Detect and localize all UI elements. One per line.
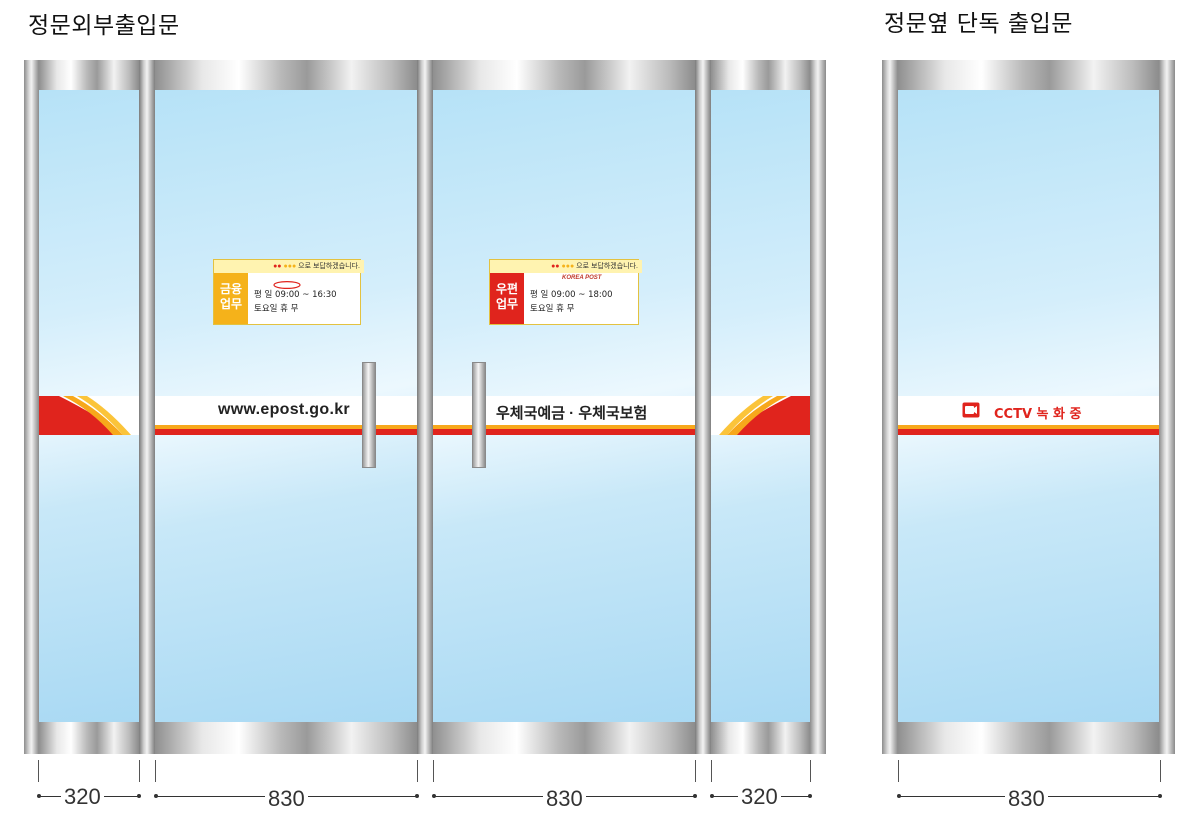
dim-door-right: 830 xyxy=(543,788,586,810)
dim-tick xyxy=(810,760,811,782)
dim-single-door: 830 xyxy=(1005,788,1048,810)
left-door-title: 정문외부출입문 xyxy=(28,13,180,39)
band-door-left: www.epost.go.kr xyxy=(155,396,417,425)
dim-side-left: 320 xyxy=(61,786,104,808)
postal-badge-line1: 우편 xyxy=(495,282,519,296)
band-side-left xyxy=(39,396,139,435)
dim-dot xyxy=(154,794,158,798)
swoosh-graphic xyxy=(711,396,791,435)
dim-dot xyxy=(415,794,419,798)
finance-hours-sign: ●● ●●● 으로 보답하겠습니다. 금융 업무 평 일 09:00 ~ 16:… xyxy=(213,259,364,325)
postal-hours-sign: ●● ●●● 으로 보답하겠습니다. 우편 업무 KOREA POST 평 일 … xyxy=(489,259,642,325)
rail xyxy=(139,60,155,754)
dim-tick xyxy=(155,760,156,782)
bottom-cap xyxy=(39,722,139,754)
bottom-cap xyxy=(433,722,695,754)
band-side-right xyxy=(711,396,810,435)
postal-badge-line2: 업무 xyxy=(495,297,519,311)
dim-tick xyxy=(695,760,696,782)
dim-tick xyxy=(417,760,418,782)
top-cap xyxy=(898,60,1159,90)
top-cap xyxy=(711,60,810,90)
swoosh-graphic xyxy=(59,396,139,435)
saturday-hours: 토요일 휴 무 xyxy=(530,304,575,314)
dim-dot xyxy=(808,794,812,798)
postal-badge: 우편 업무 xyxy=(490,273,524,324)
right-door-title: 정문옆 단독 출입문 xyxy=(884,11,1073,37)
weekday-hours: 평 일 09:00 ~ 18:00 xyxy=(530,290,613,300)
frame-left xyxy=(24,60,39,754)
dim-dot xyxy=(432,794,436,798)
sign-slogan-text: 으로 보답하겠습니다. xyxy=(576,263,638,270)
finance-badge: 금융 업무 xyxy=(214,273,248,324)
dim-dot xyxy=(710,794,714,798)
top-cap xyxy=(433,60,695,90)
dim-tick xyxy=(711,760,712,782)
rail xyxy=(417,60,433,754)
cctv-band: CCTV 녹 화 중 xyxy=(898,396,1159,425)
frame-left xyxy=(882,60,898,754)
rail xyxy=(695,60,711,754)
dim-dot xyxy=(137,794,141,798)
band-stripe xyxy=(898,425,1159,435)
door-handle-left[interactable] xyxy=(362,362,376,468)
brand-text: 우체국예금 · 우체국보험 xyxy=(496,405,648,422)
band-stripe xyxy=(433,425,695,435)
dim-dot xyxy=(693,794,697,798)
frame-right xyxy=(1159,60,1175,754)
bottom-cap xyxy=(711,722,810,754)
dim-tick xyxy=(139,760,140,782)
website-url: www.epost.go.kr xyxy=(218,401,350,418)
dim-tick xyxy=(433,760,434,782)
door-handle-right[interactable] xyxy=(472,362,486,468)
postal-logo-icon xyxy=(272,276,302,290)
dim-tick xyxy=(1160,760,1161,782)
weekday-hours: 평 일 09:00 ~ 16:30 xyxy=(254,290,337,300)
dim-dot xyxy=(897,794,901,798)
dim-door-left: 830 xyxy=(265,788,308,810)
top-cap xyxy=(155,60,417,90)
dim-side-right: 320 xyxy=(738,786,781,808)
dim-tick xyxy=(38,760,39,782)
finance-badge-line1: 금융 xyxy=(219,282,243,296)
dim-dot xyxy=(37,794,41,798)
bottom-cap xyxy=(898,722,1159,754)
sign-slogan-text: 으로 보답하겠습니다. xyxy=(298,263,360,270)
saturday-hours: 토요일 휴 무 xyxy=(254,304,299,314)
frame-right xyxy=(810,60,826,754)
cctv-camera-icon xyxy=(962,402,980,418)
dim-dot xyxy=(1158,794,1162,798)
finance-badge-line2: 업무 xyxy=(219,297,243,311)
top-cap xyxy=(39,60,139,90)
band-stripe xyxy=(155,425,417,435)
bottom-cap xyxy=(155,722,417,754)
dim-tick xyxy=(898,760,899,782)
korea-post-logo: KOREA POST xyxy=(562,275,602,281)
sign-slogan: ●● ●●● 으로 보답하겠습니다. xyxy=(214,260,364,273)
cctv-notice-text: CCTV 녹 화 중 xyxy=(994,407,1082,422)
sign-slogan: ●● ●●● 으로 보답하겠습니다. xyxy=(490,260,642,273)
side-single-door: CCTV 녹 화 중 xyxy=(882,60,1175,754)
main-entrance-door: www.epost.go.kr 우체국예금 · 우체국보험 ●● ●●● 으로 … xyxy=(24,60,826,754)
